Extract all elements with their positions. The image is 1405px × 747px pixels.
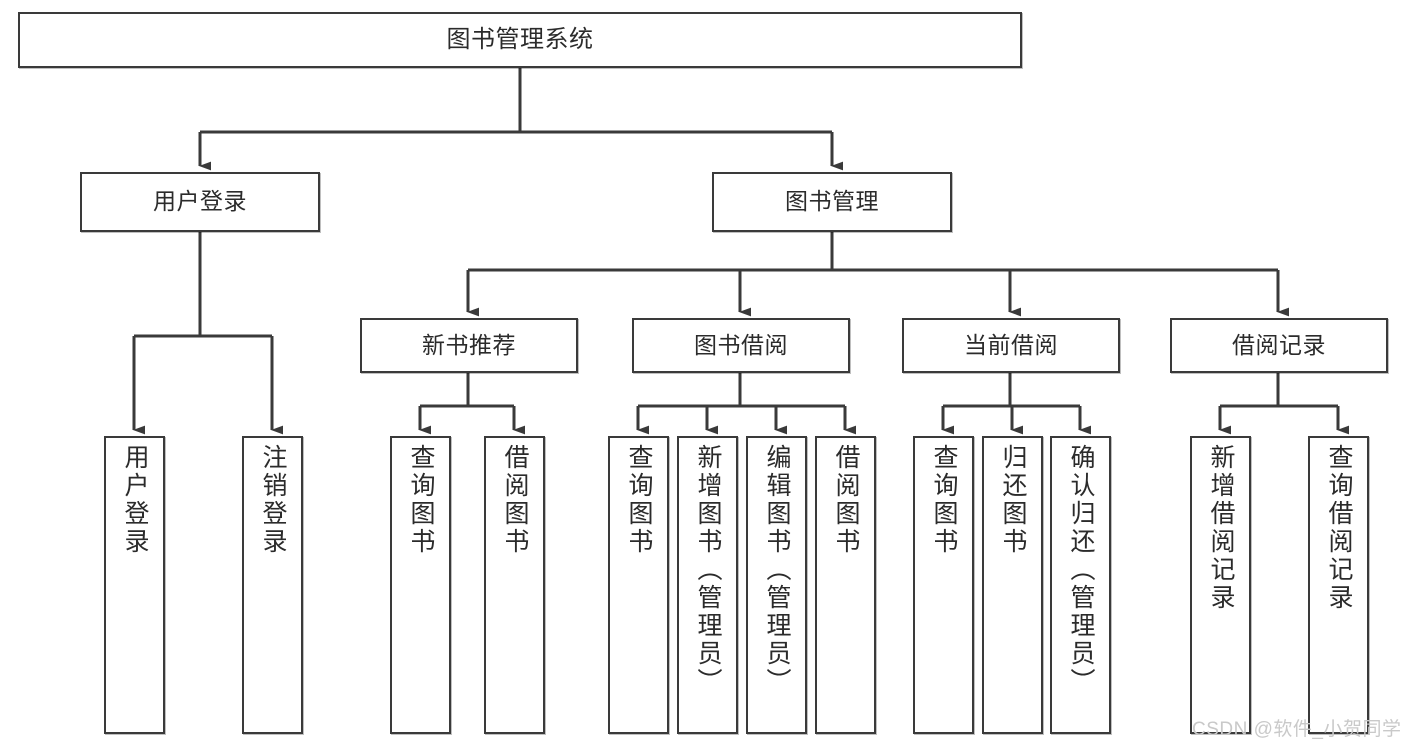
node-leaf-edit-book-admin[interactable]: 编辑图书（管理员）	[746, 436, 807, 734]
node-label: 查询借阅记录	[1325, 444, 1353, 612]
node-current-borrow[interactable]: 当前借阅	[902, 318, 1120, 373]
node-label: 查询图书	[625, 444, 653, 556]
node-label: 查询图书	[930, 444, 958, 556]
node-label: 图书管理	[785, 188, 879, 215]
node-leaf-logout-login[interactable]: 注销登录	[242, 436, 303, 734]
node-new-book-recommend[interactable]: 新书推荐	[360, 318, 578, 373]
csdn-watermark: CSDN @软件_小贺同学	[1192, 719, 1402, 740]
node-label: 图书管理系统	[446, 25, 594, 53]
node-user-login[interactable]: 用户登录	[80, 172, 320, 232]
node-leaf-borrow-book-borrow[interactable]: 借阅图书	[815, 436, 876, 734]
node-borrow-record[interactable]: 借阅记录	[1170, 318, 1388, 373]
node-leaf-borrow-book-recommend[interactable]: 借阅图书	[484, 436, 545, 734]
node-leaf-user-login[interactable]: 用户登录	[104, 436, 165, 734]
node-label: 借阅图书	[832, 444, 860, 556]
node-label: 新书推荐	[422, 331, 516, 358]
node-leaf-return-book[interactable]: 归还图书	[982, 436, 1043, 734]
node-label: 归还图书	[999, 444, 1027, 556]
node-leaf-add-borrow-record[interactable]: 新增借阅记录	[1190, 436, 1251, 734]
node-leaf-query-book-borrow[interactable]: 查询图书	[608, 436, 669, 734]
node-label: 用户登录	[153, 188, 247, 215]
node-label: 查询图书	[407, 444, 435, 556]
node-root-book-management-system[interactable]: 图书管理系统	[18, 12, 1022, 68]
node-label: 新增借阅记录	[1207, 444, 1235, 612]
node-label: 确认归还（管理员）	[1067, 444, 1095, 696]
node-leaf-query-book-recommend[interactable]: 查询图书	[390, 436, 451, 734]
node-book-management[interactable]: 图书管理	[712, 172, 952, 232]
node-label: 借阅图书	[501, 444, 529, 556]
node-book-borrow[interactable]: 图书借阅	[632, 318, 850, 373]
node-leaf-add-book-admin[interactable]: 新增图书（管理员）	[677, 436, 738, 734]
node-label: 借阅记录	[1232, 331, 1326, 358]
node-label: 新增图书（管理员）	[694, 444, 722, 696]
node-label: 用户登录	[121, 444, 149, 556]
node-label: 当前借阅	[964, 331, 1058, 358]
node-leaf-query-borrow-record[interactable]: 查询借阅记录	[1308, 436, 1369, 734]
node-leaf-query-book-current[interactable]: 查询图书	[913, 436, 974, 734]
node-label: 图书借阅	[694, 331, 788, 358]
node-leaf-confirm-return-admin[interactable]: 确认归还（管理员）	[1050, 436, 1111, 734]
node-label: 编辑图书（管理员）	[763, 444, 791, 696]
node-label: 注销登录	[259, 444, 287, 556]
